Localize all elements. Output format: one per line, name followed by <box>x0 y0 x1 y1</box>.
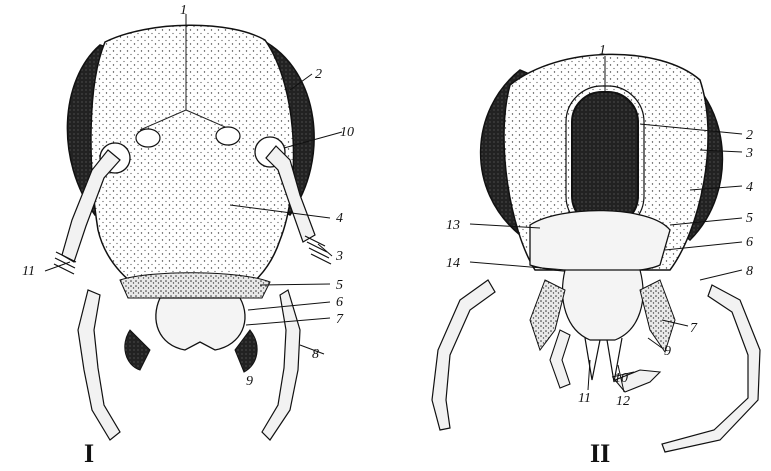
antenna-right-tip <box>305 236 331 264</box>
maxilla-right-ii <box>640 280 675 352</box>
label-ii-10: 10 <box>614 371 628 386</box>
label-ii-8: 8 <box>746 264 753 279</box>
occipital-foramen <box>572 92 638 226</box>
label-ii-11: 11 <box>578 391 591 406</box>
label-ii-5: 5 <box>746 211 753 226</box>
label-ii-2: 2 <box>746 128 753 143</box>
labial-palp-left-ii <box>550 330 570 388</box>
labium <box>563 270 643 340</box>
label-i-6: 6 <box>336 295 343 310</box>
mandible-left <box>125 330 150 370</box>
label-i-5: 5 <box>336 278 343 293</box>
label-ii-13: 13 <box>446 218 460 233</box>
clypeus <box>120 273 270 298</box>
label-ii-7: 7 <box>690 321 698 336</box>
label-ii-12: 12 <box>616 394 630 409</box>
label-i-7: 7 <box>336 312 344 327</box>
gula <box>530 211 670 273</box>
panel-ii-head: 1 2 3 4 5 6 7 8 9 10 11 12 13 14 II <box>432 43 760 468</box>
ocellus-left <box>136 129 160 147</box>
panel-i-head: 1 2 3 4 5 6 7 8 9 10 11 I <box>22 3 354 468</box>
palp-right-ii <box>662 285 760 452</box>
label-ii-14: 14 <box>446 256 460 271</box>
label-i-4: 4 <box>336 211 343 226</box>
label-i-2: 2 <box>315 67 322 82</box>
label-i-9: 9 <box>246 374 253 389</box>
palp-left <box>78 290 120 440</box>
label-i-11: 11 <box>22 264 35 279</box>
label-ii-4: 4 <box>746 180 753 195</box>
panel-i-numeral: I <box>84 439 94 468</box>
label-i-10: 10 <box>340 125 354 140</box>
label-ii-9: 9 <box>664 344 671 359</box>
label-i-1: 1 <box>180 3 187 18</box>
panel-ii-numeral: II <box>590 439 610 468</box>
label-ii-1: 1 <box>599 43 606 58</box>
palp-left-ii <box>432 280 495 430</box>
label-ii-3: 3 <box>745 146 753 161</box>
label-i-8: 8 <box>312 347 319 362</box>
palp-right <box>262 290 300 440</box>
label-ii-6: 6 <box>746 235 753 250</box>
label-i-3: 3 <box>335 249 343 264</box>
labrum <box>156 298 245 350</box>
ocellus-right <box>216 127 240 145</box>
